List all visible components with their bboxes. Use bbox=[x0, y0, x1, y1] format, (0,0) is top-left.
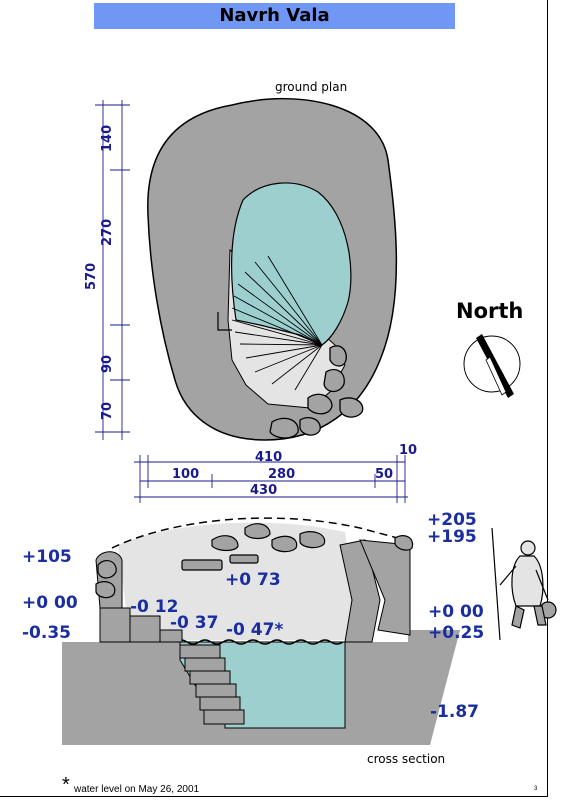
cross-section-label: cross section bbox=[367, 752, 446, 766]
level-minus-012: -0 12 bbox=[130, 597, 179, 617]
section-stones bbox=[95, 523, 414, 599]
cross-section-drawing bbox=[62, 517, 557, 745]
plan-dim-270: 270 bbox=[100, 218, 115, 246]
frame-bottom-line bbox=[0, 796, 548, 797]
plan-dim-70: 70 bbox=[100, 401, 115, 420]
section-person-figure bbox=[491, 527, 557, 641]
frame-right-line bbox=[547, 0, 548, 796]
ground-plan-label: ground plan bbox=[275, 80, 348, 94]
plan-dim-570: 570 bbox=[84, 262, 99, 290]
level-plus-205: +205 bbox=[427, 510, 477, 530]
level-plus-073: +0 73 bbox=[225, 570, 281, 590]
title-bar: Navrh Vala bbox=[94, 3, 455, 29]
plan-vertical-dimension-lines bbox=[95, 100, 130, 440]
page-number: 3 bbox=[534, 786, 538, 792]
section-water-surface bbox=[174, 639, 344, 645]
plan-dim-100: 100 bbox=[172, 467, 200, 482]
plan-dim-410: 410 bbox=[255, 450, 283, 465]
plan-stones bbox=[269, 345, 364, 439]
plan-dim-90: 90 bbox=[100, 354, 115, 373]
footnote-star: * bbox=[62, 774, 70, 796]
north-label: North bbox=[456, 299, 524, 323]
section-upper-steps bbox=[99, 607, 183, 643]
page-title: Navrh Vala bbox=[219, 5, 330, 26]
level-minus-047: -0 47* bbox=[226, 620, 284, 640]
level-plus-025: +0.25 bbox=[428, 623, 485, 643]
level-minus-037: -0 37 bbox=[170, 613, 219, 633]
plan-stair-lines bbox=[231, 255, 323, 391]
section-dome-dashed bbox=[111, 517, 406, 549]
plan-horizontal-dimension-lines bbox=[134, 455, 408, 503]
north-arrow-symbol bbox=[463, 334, 521, 398]
section-inner-space bbox=[118, 522, 356, 640]
ground-plan-drawing bbox=[95, 97, 408, 503]
footnote-text: water level on May 26, 2001 bbox=[74, 784, 200, 795]
plan-water bbox=[230, 182, 352, 346]
plan-entry-outline bbox=[217, 312, 232, 331]
level-plus-0-left: +0 00 bbox=[22, 593, 78, 613]
plan-dim-140: 140 bbox=[100, 124, 115, 152]
level-plus-0-right: +0 00 bbox=[428, 602, 484, 622]
plan-dim-10: 10 bbox=[399, 443, 418, 458]
section-lower-steps bbox=[179, 644, 245, 725]
level-plus-105: +105 bbox=[22, 547, 72, 567]
plan-dim-280: 280 bbox=[268, 467, 296, 482]
level-plus-195: +195 bbox=[427, 527, 477, 547]
level-minus-035: -0.35 bbox=[22, 623, 71, 643]
level-minus-187: -1.87 bbox=[430, 702, 479, 722]
plan-dim-430: 430 bbox=[250, 483, 278, 498]
plan-dim-50: 50 bbox=[375, 467, 394, 482]
